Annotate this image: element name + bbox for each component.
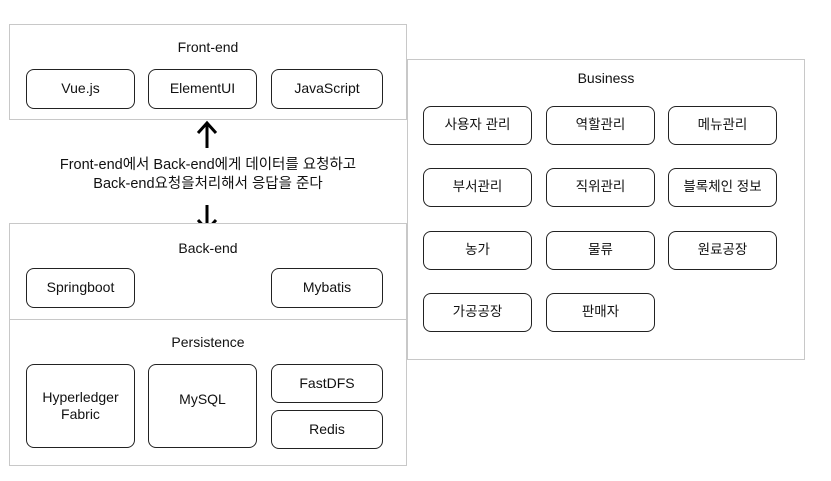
- backend-title: Back-end: [178, 240, 238, 256]
- persistence-title: Persistence: [171, 334, 245, 350]
- elementui-box: ElementUI: [148, 69, 257, 109]
- business-panel: Business 사용자 관리 역할관리 메뉴관리 부서관리 직위관리 블록체인…: [407, 59, 805, 360]
- business-item-user-management: 사용자 관리: [423, 106, 532, 145]
- request-description: Front-end에서 Back-end에게 데이터를 요청하고 Back-en…: [9, 156, 407, 194]
- business-item-processing-factory: 가공공장: [423, 293, 532, 332]
- springboot-box: Springboot: [26, 268, 135, 308]
- mybatis-box: Mybatis: [271, 268, 383, 308]
- business-item-farm: 농가: [423, 231, 532, 270]
- business-item-menu-management: 메뉴관리: [668, 106, 777, 145]
- javascript-box: JavaScript: [271, 69, 383, 109]
- business-item-position-management: 직위관리: [546, 168, 655, 207]
- description-line-1: Front-end에서 Back-end에게 데이터를 요청하고: [59, 157, 357, 173]
- business-item-department-management: 부서관리: [423, 168, 532, 207]
- mysql-box: MySQL: [148, 364, 257, 448]
- frontend-title: Front-end: [177, 39, 239, 55]
- backend-panel: Back-end Springboot Mybatis: [9, 223, 407, 320]
- business-item-blockchain-info: 블록체인 정보: [668, 168, 777, 207]
- redis-box: Redis: [271, 410, 383, 449]
- business-item-seller: 판매자: [546, 293, 655, 332]
- frontend-panel: Front-end Vue.js ElementUI JavaScript: [9, 24, 407, 120]
- vuejs-box: Vue.js: [26, 69, 135, 109]
- description-line-2: Back-end요청을처리해서 응답을 준다: [93, 176, 323, 192]
- business-item-raw-material-factory: 원료공장: [668, 231, 777, 270]
- hyperledger-fabric-box: Hyperledger Fabric: [26, 364, 135, 448]
- business-item-role-management: 역할관리: [546, 106, 655, 145]
- fastdfs-box: FastDFS: [271, 364, 383, 403]
- persistence-panel: Persistence Hyperledger Fabric MySQL Fas…: [9, 319, 407, 466]
- arrow-up-icon: [196, 120, 218, 148]
- business-item-logistics: 물류: [546, 231, 655, 270]
- business-title: Business: [577, 70, 635, 86]
